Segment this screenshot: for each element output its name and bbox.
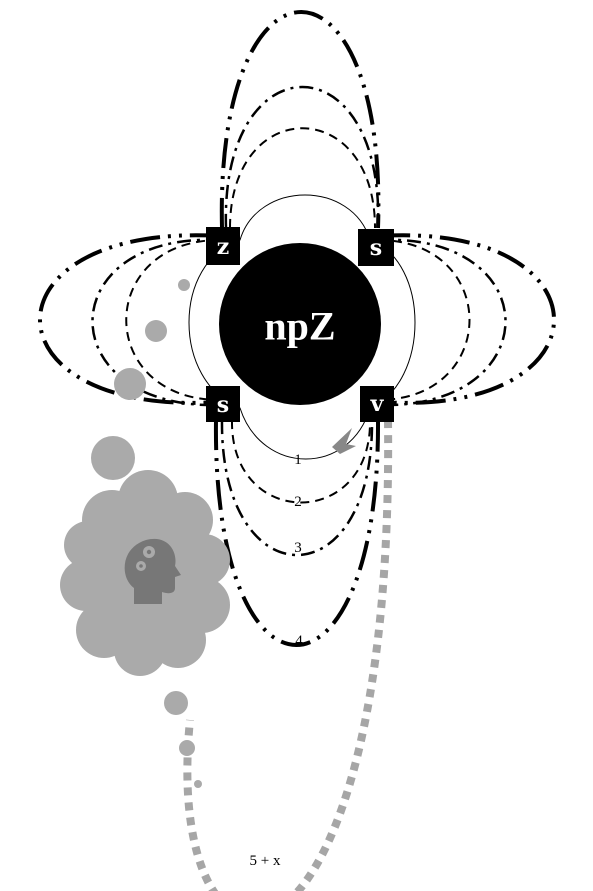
corner-node-bottom-left: s	[206, 386, 240, 422]
corner-label-top-right: s	[370, 235, 382, 261]
center-label: npZ	[264, 304, 335, 349]
corner-label-bottom-right: v	[370, 391, 385, 417]
loop-label-1: 1	[294, 452, 302, 468]
thought-dot	[178, 279, 190, 291]
corner-label-bottom-left: s	[217, 392, 229, 418]
thought-dot	[164, 691, 188, 715]
bottom-loop-3	[222, 420, 372, 555]
thought-dot	[145, 320, 167, 342]
corner-node-top-right: s	[358, 229, 394, 266]
thought-dot	[114, 368, 146, 400]
thought-dot	[194, 780, 202, 788]
loop-label-2: 2	[294, 494, 302, 510]
thought-dot	[179, 740, 195, 756]
loop-label-4: 4	[295, 633, 303, 649]
right-loop-3	[378, 240, 506, 405]
corner-label-top-left: z	[217, 234, 230, 260]
right-loop-4	[380, 235, 554, 403]
loop-label-3: 3	[294, 540, 302, 556]
loop-label-5x: 5 + x	[250, 853, 281, 869]
corner-node-top-left: z	[206, 227, 240, 265]
thought-dot	[91, 436, 135, 480]
corner-node-bottom-right: v	[360, 386, 394, 422]
arrow-icon	[332, 428, 356, 454]
